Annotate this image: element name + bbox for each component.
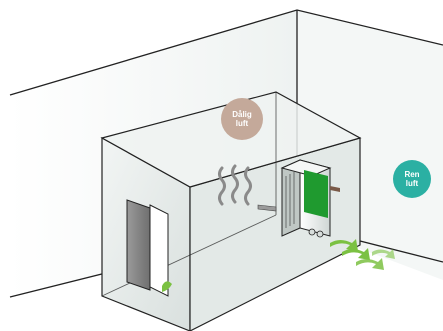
unit-outlet-arrow	[330, 186, 340, 192]
heat-waves-icon	[218, 164, 252, 206]
unit-green-panel	[304, 170, 328, 218]
door-leaf	[126, 199, 151, 291]
clean-air-label-line2: luft	[405, 179, 419, 188]
heat-wave-1	[218, 166, 226, 206]
heat-wave-3	[244, 166, 252, 206]
enclosure-top-face	[100, 91, 362, 188]
unit-grille	[285, 172, 295, 228]
air-flow-arrow-4	[372, 249, 395, 259]
unit-top	[280, 159, 332, 177]
bad-air-label-line2: luft	[235, 119, 249, 128]
air-flow-arrow-3	[356, 258, 384, 270]
clean-air-badge: Ren luft	[393, 160, 431, 198]
air-flow-arrows-icon	[330, 239, 395, 270]
exhaust-duct	[257, 204, 277, 212]
clean-air-label-line1: Ren	[404, 170, 420, 179]
door-icon	[126, 199, 172, 297]
unit-knob-2	[316, 230, 324, 238]
bad-air-badge: Dålig luft	[221, 98, 263, 140]
unit-knob-1	[308, 228, 316, 236]
ventilation-unit-icon	[280, 159, 340, 238]
heat-wave-2	[231, 164, 239, 204]
door-air-inlet-arrow	[162, 281, 172, 292]
air-flow-arrow-2	[342, 248, 370, 260]
air-flow-arrow-1	[330, 239, 358, 251]
duct-arrow	[257, 204, 277, 212]
bad-air-label-line1: Dålig	[232, 110, 252, 119]
